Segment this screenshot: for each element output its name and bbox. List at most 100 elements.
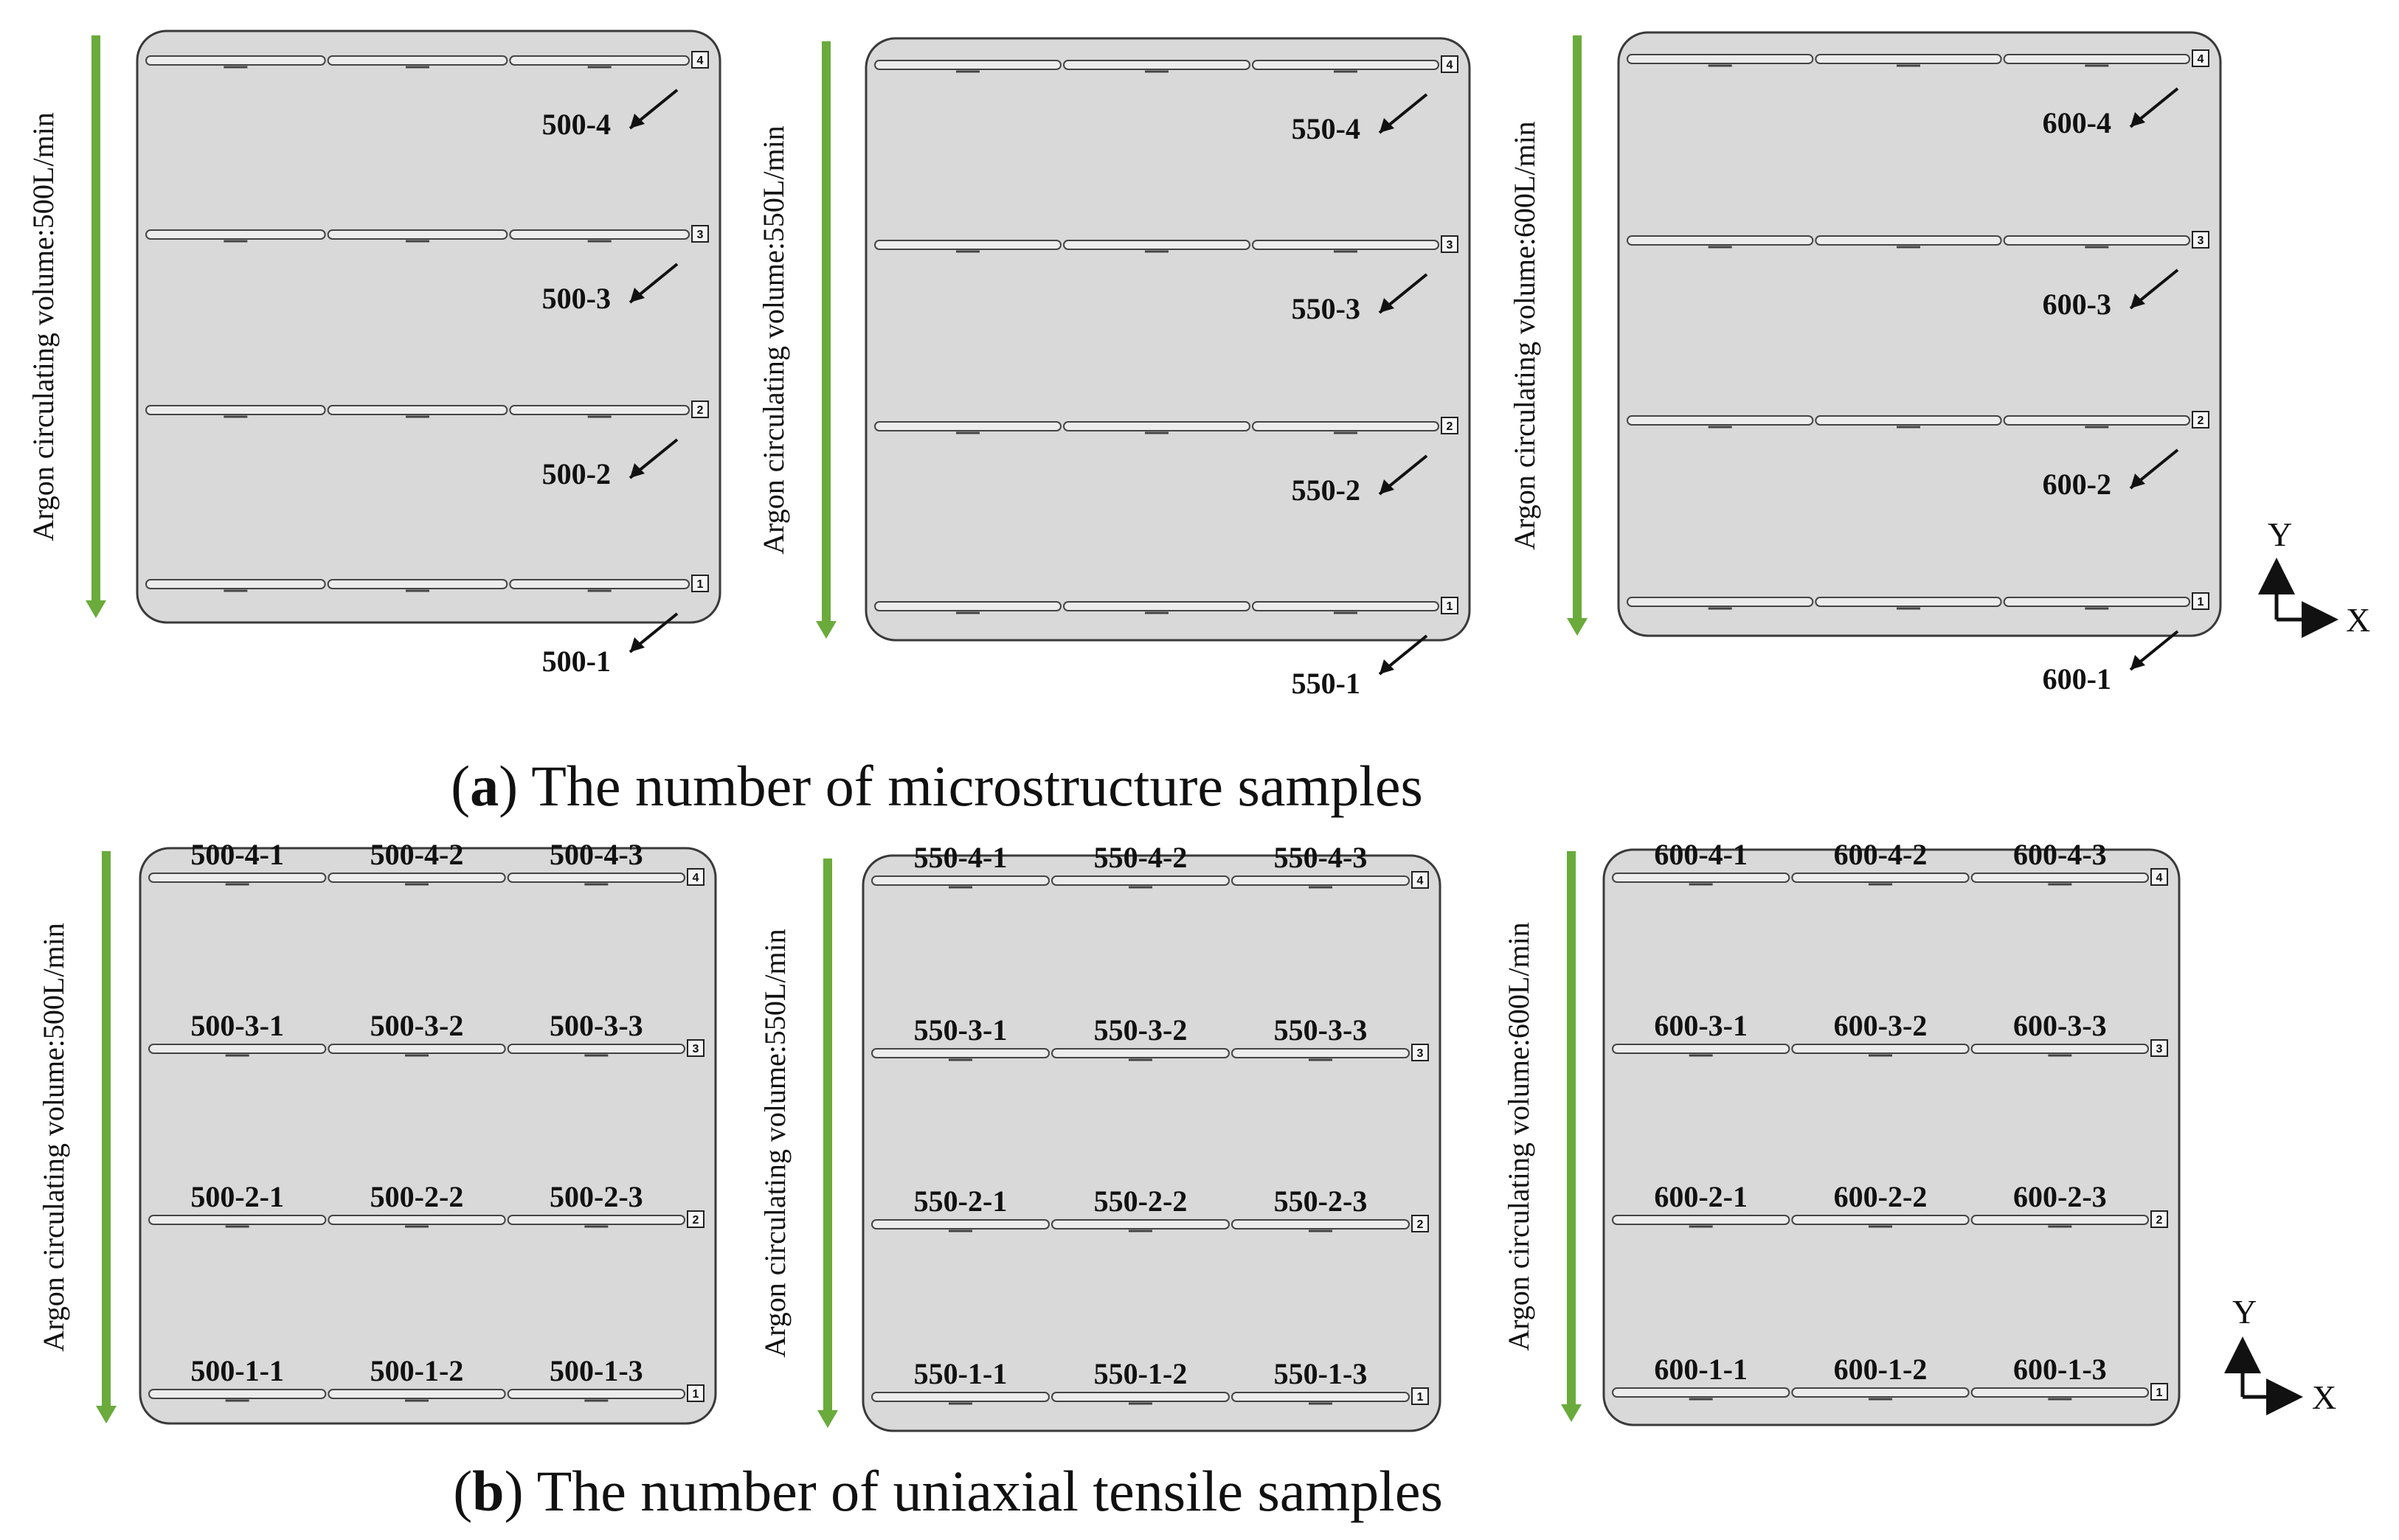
tensile-sample-label: 600-3-2 xyxy=(1834,1009,1928,1042)
tensile-bar xyxy=(327,405,508,415)
tensile-sample-label: 550-2-2 xyxy=(1094,1185,1188,1218)
tensile-bar xyxy=(327,229,508,240)
layer-number: 4 xyxy=(2156,872,2163,884)
tensile-sample-label: 550-3-2 xyxy=(1094,1013,1188,1047)
layer-number: 2 xyxy=(693,1214,699,1227)
build-plate xyxy=(1602,848,2181,1426)
argon-volume-label: Argon circulating volume:500L/min xyxy=(27,112,60,541)
tensile-bar xyxy=(145,405,326,415)
microstructure-plate: Argon circulating volume:600L/min4600-43… xyxy=(1508,31,2222,696)
sample-row: 4 xyxy=(1612,868,2168,886)
tensile-sample-label: 550-1-2 xyxy=(1094,1357,1188,1390)
tensile-bar xyxy=(871,1392,1050,1402)
sample-row: 4 xyxy=(874,55,1458,73)
tensile-sample-label: 550-1-1 xyxy=(914,1357,1008,1390)
layer-number: 1 xyxy=(693,1388,699,1401)
layer-number-badge xyxy=(2150,1039,2168,1057)
argon-volume-label: Argon circulating volume:500L/min xyxy=(37,923,70,1351)
tensile-bar xyxy=(148,873,327,883)
argon-flow-arrow xyxy=(86,35,106,618)
sample-row: 2 xyxy=(148,1210,705,1228)
tensile-sample-label: 500-3-3 xyxy=(550,1009,643,1042)
argon-flow-arrow xyxy=(816,41,837,639)
build-plate xyxy=(136,30,721,624)
tensile-sample-label: 550-1-3 xyxy=(1274,1357,1368,1390)
tensile-bar xyxy=(1612,873,1790,883)
panel-a-microstructure: Argon circulating volume:500L/min4500-43… xyxy=(27,30,2222,700)
y-axis-label: Y xyxy=(2232,1293,2257,1331)
layer-number-badge xyxy=(687,868,705,886)
layer-number-badge xyxy=(687,1039,705,1057)
tensile-sample-label: 600-1-2 xyxy=(1834,1353,1928,1386)
tensile-bar xyxy=(1627,597,1814,607)
layer-number-badge xyxy=(2150,1210,2168,1228)
sample-label: 550-1 xyxy=(1292,667,1360,700)
sample-label: 600-3 xyxy=(2043,288,2111,321)
tensile-bar xyxy=(1051,1219,1230,1229)
tensile-sample-label: 600-4-2 xyxy=(1834,838,1928,871)
tensile-sample-label: 500-4-2 xyxy=(370,838,464,871)
tensile-sample-label: 500-3-1 xyxy=(190,1009,284,1042)
tensile-bar xyxy=(1231,1392,1410,1402)
layer-number: 3 xyxy=(693,1043,699,1055)
tensile-bar xyxy=(1612,1387,1790,1398)
tensile-bar xyxy=(1051,1392,1230,1402)
tensile-sample-label: 600-2-3 xyxy=(2013,1180,2107,1213)
sample-label: 550-2 xyxy=(1292,474,1360,507)
layer-number-badge xyxy=(691,575,709,592)
tensile-bar xyxy=(1051,875,1230,886)
tensile-sample-label: 600-3-1 xyxy=(1654,1009,1748,1042)
tensile-bar xyxy=(1970,873,2150,883)
layer-number: 3 xyxy=(1447,239,1453,252)
sample-row: 3 xyxy=(874,235,1458,253)
tensile-bar xyxy=(1231,1219,1410,1229)
tensile-bar xyxy=(507,1389,686,1399)
layer-number: 4 xyxy=(1447,59,1453,72)
tensile-sample-label: 600-1-1 xyxy=(1654,1353,1748,1386)
tensile-sample-label: 600-4-1 xyxy=(1654,838,1748,871)
argon-volume-label: Argon circulating volume:600L/min xyxy=(1508,121,1541,549)
layer-number-badge xyxy=(1411,1387,1429,1405)
microstructure-plate: Argon circulating volume:550L/min4550-43… xyxy=(757,37,1471,700)
tensile-sample-label: 550-4-3 xyxy=(1274,841,1368,874)
sample-row: 1 xyxy=(871,1387,1429,1405)
tensile-bar xyxy=(1815,54,2002,64)
tensile-bar xyxy=(2003,235,2191,246)
build-plate xyxy=(865,37,1471,642)
x-axis-label: X xyxy=(2312,1378,2336,1416)
tensile-bar xyxy=(1791,1215,1970,1225)
tensile-bar xyxy=(148,1044,327,1054)
tensile-sample-label: 500-4-3 xyxy=(550,838,643,871)
layer-number: 2 xyxy=(1447,420,1453,433)
tensile-bar xyxy=(1252,601,1439,611)
tensile-sample-label: 500-1-3 xyxy=(550,1354,643,1387)
tensile-sample-label: 500-1-1 xyxy=(190,1354,284,1387)
tensile-sample-label: 500-2-3 xyxy=(550,1180,643,1213)
sample-label: 600-4 xyxy=(2043,106,2111,139)
sample-label: 600-2 xyxy=(2043,468,2111,501)
tensile-bar xyxy=(1627,54,1814,64)
tensile-bar xyxy=(328,1215,506,1225)
tensile-bar xyxy=(1231,875,1410,886)
argon-flow-arrow xyxy=(1567,35,1588,636)
sample-row: 2 xyxy=(871,1215,1429,1232)
tensile-sample-label: 500-2-2 xyxy=(370,1180,464,1213)
argon-volume-label: Argon circulating volume:550L/min xyxy=(758,929,792,1357)
sample-label: 600-1 xyxy=(2043,662,2111,696)
tensile-bar xyxy=(1063,421,1250,431)
sample-label: 500-3 xyxy=(542,282,611,315)
axis-indicator-a: Y X xyxy=(2258,516,2370,639)
tensile-plate: Argon circulating volume:500L/min4500-4-… xyxy=(37,838,717,1425)
axis-indicator-b: Y X xyxy=(2224,1293,2336,1416)
layer-number: 3 xyxy=(1417,1047,1424,1060)
layer-number: 1 xyxy=(1417,1391,1424,1404)
sample-label: 550-4 xyxy=(1292,112,1360,145)
tensile-bar xyxy=(145,55,326,66)
tensile-bar xyxy=(509,579,690,589)
sample-row: 1 xyxy=(874,597,1458,614)
layer-number-badge xyxy=(1441,417,1458,434)
layer-number-badge xyxy=(691,51,709,69)
layer-number: 1 xyxy=(697,578,704,591)
tensile-bar xyxy=(1815,235,2002,246)
sample-label: 500-1 xyxy=(542,645,611,678)
